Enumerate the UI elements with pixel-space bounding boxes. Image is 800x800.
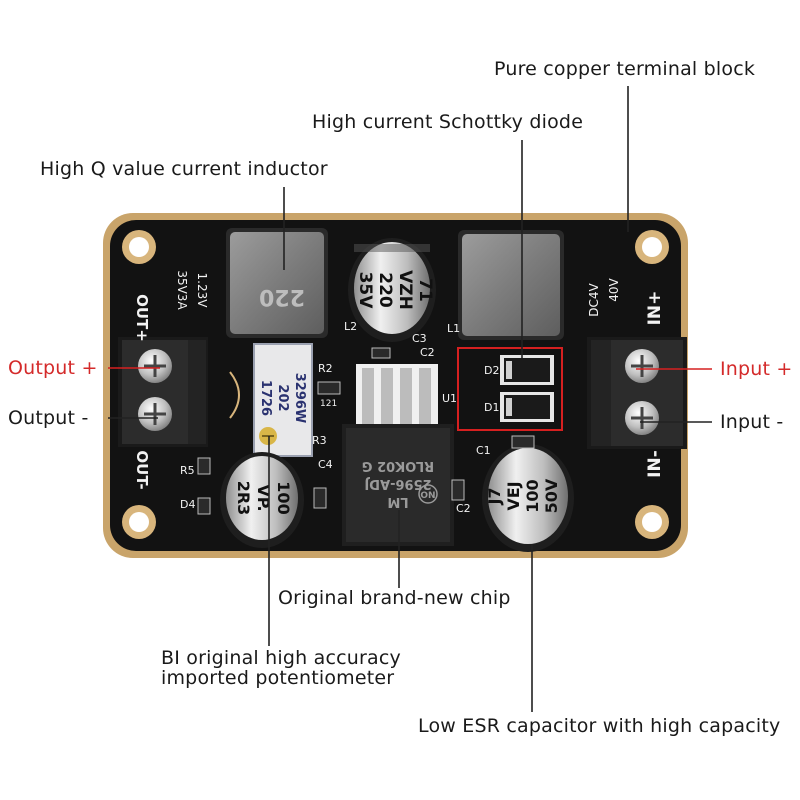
silk-u1: U1 (442, 392, 457, 405)
callout-schottky-diode: High current Schottky diode (312, 111, 584, 133)
screw-icon (625, 349, 659, 383)
silk-c2b: C2 (456, 502, 471, 515)
silk-in-spec1: DC4V (587, 282, 601, 316)
silkscreen: OUT+ OUT- IN+ IN- 1.23V 35V3A DC4V 40V L… (133, 270, 665, 515)
cap-right-line2: VEJ (504, 481, 523, 510)
chip-line1: LM (387, 494, 408, 509)
callout-capacitor: Low ESR capacitor with high capacity (418, 715, 781, 737)
callout-inductor: High Q value current inductor (40, 158, 328, 180)
callout-output-minus: Output - (8, 407, 89, 429)
diode-highlight-box (457, 347, 563, 431)
regulator-chip: LM 2596-ADJ RLOK02 G ON (342, 364, 454, 546)
silk-c3: C3 (412, 332, 427, 345)
callout-input-minus: Input - (720, 411, 784, 433)
pot-line1: 3296W (292, 373, 307, 424)
cap-top-line4: 35V (355, 272, 375, 310)
silk-in-spec2: 40V (607, 277, 621, 301)
silk-c1: C1 (476, 444, 491, 457)
silk-c4: C4 (318, 458, 333, 471)
terminal-block-output (118, 337, 208, 447)
inductor-l2: 220 (226, 228, 328, 338)
callout-chip: Original brand-new chip (278, 587, 511, 609)
chip-line3: RLOK02 G (362, 458, 434, 473)
inductor-code: 220 (259, 284, 305, 309)
silk-out-spec2: 35V3A (175, 270, 189, 310)
cap-top-line2: VZH (395, 270, 415, 310)
silk-in-minus: IN- (645, 450, 665, 478)
screw-icon (138, 349, 172, 383)
potentiometer: 3296W 202 1726 (253, 343, 313, 457)
silk-in-plus: IN+ (645, 291, 665, 326)
callout-input-plus: Input + (720, 358, 793, 380)
callout-potentiometer-line2: imported potentiometer (161, 667, 395, 689)
smd-parts (197, 347, 535, 515)
callout-terminal-block: Pure copper terminal block (494, 58, 756, 80)
pot-line3: 1726 (258, 380, 273, 416)
silk-d1: D1 (484, 401, 499, 414)
chip-logo: ON (420, 491, 435, 501)
cap-left-line1: 100 (274, 481, 293, 514)
cap-left-line3: 2R3 (234, 481, 253, 516)
cap-left-line2: VP. (254, 484, 273, 511)
cap-top-line1: 71 (415, 278, 435, 302)
mounting-hole-icon (122, 230, 669, 539)
cap-right-line4: 50V (542, 478, 561, 513)
inductor-l1 (458, 230, 564, 340)
cap-top-line3: 220 (375, 272, 395, 308)
silk-d4: D4 (180, 498, 195, 511)
silk-out-plus: OUT+ (133, 294, 151, 342)
terminal-block-input (587, 337, 687, 449)
silk-r3: R3 (312, 434, 327, 447)
diode-d1 (500, 392, 554, 422)
callout-output-plus: Output + (8, 357, 98, 379)
callout-potentiometer-line1: BI original high accuracy (161, 647, 401, 669)
silk-c2: C2 (420, 346, 435, 359)
silk-r1: 121 (320, 399, 337, 409)
silk-l1: L1 (447, 322, 460, 335)
silk-l2: L2 (344, 320, 357, 333)
pot-line2: 202 (275, 384, 290, 411)
silk-out-spec1: 1.23V (195, 273, 209, 309)
silk-r2: R2 (318, 362, 333, 375)
screw-icon (625, 401, 659, 435)
capacitor-left: 100 VP. 2R3 (220, 452, 304, 548)
silk-out-minus: OUT- (133, 450, 151, 489)
capacitor-right: J7 VEJ 100 50V (482, 444, 574, 552)
cap-right-line3: 100 (523, 479, 542, 512)
cap-right-line1: J7 (485, 487, 504, 505)
capacitor-top: 71 VZH 220 35V (348, 238, 436, 342)
chip-line2: 2596-ADJ (364, 476, 431, 491)
silk-d2: D2 (484, 364, 499, 377)
screw-icon (138, 397, 172, 431)
diode-d2 (500, 355, 554, 385)
silk-r5: R5 (180, 464, 195, 477)
leader-lines (108, 86, 712, 712)
adjust-arrow (229, 371, 240, 419)
